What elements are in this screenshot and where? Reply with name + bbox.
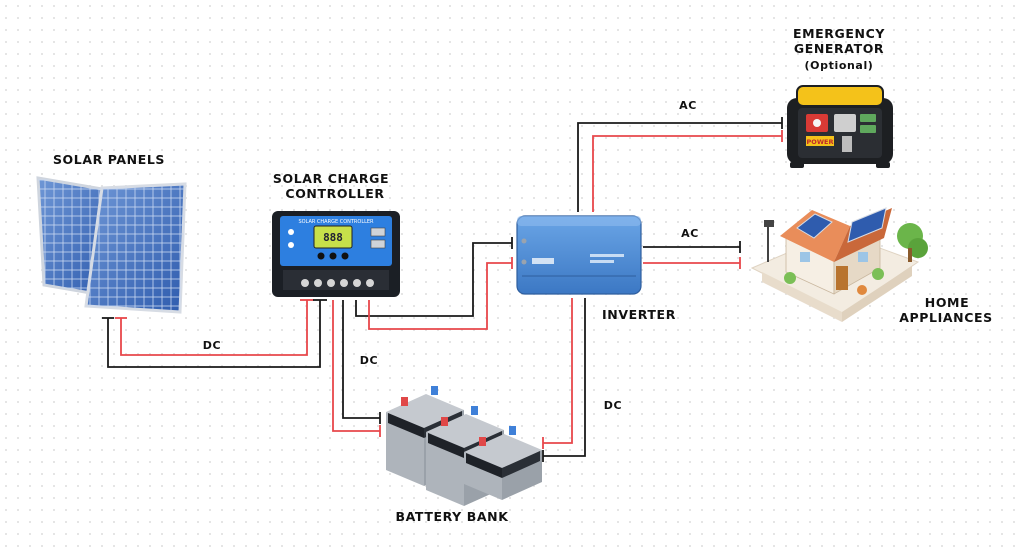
home-label-line1: HOME: [925, 295, 969, 310]
inverter-icon: [516, 215, 642, 295]
solar-panels-icon: [36, 176, 187, 314]
generator-optional-label: (Optional): [805, 59, 874, 72]
ac-label-home: AC: [681, 227, 699, 240]
inverter-battery-negative-wire: [543, 298, 586, 457]
component-labels: SOLAR PANELS SOLAR CHARGE CONTROLLER INV…: [53, 26, 992, 524]
charge-controller-icon: SOLAR CHARGE CONTROLLER 888: [272, 211, 400, 297]
ac-label-generator: AC: [679, 99, 697, 112]
home-icon: [750, 207, 928, 322]
battery-bank-label: BATTERY BANK: [395, 509, 509, 524]
dc-label-controller-battery: DC: [360, 354, 378, 367]
generator-label-line2: GENERATOR: [794, 41, 884, 56]
generator-positive-wire: [592, 135, 782, 212]
inverter-label: INVERTER: [602, 307, 676, 322]
controller-title-text: SOLAR CHARGE CONTROLLER: [298, 219, 374, 225]
controller-battery-negative-wire: [342, 300, 380, 419]
controller-display-text: 888: [323, 231, 343, 244]
wiring: [102, 117, 783, 462]
battery-3: [464, 426, 542, 500]
dc-label-inverter-battery: DC: [604, 399, 622, 412]
controller-inverter-positive-wire: [368, 262, 512, 330]
battery-bank-icon: [386, 386, 542, 506]
generator-badge-text: POWER: [807, 138, 834, 146]
home-label-line2: APPLIANCES: [899, 310, 992, 325]
generator-label-line1: EMERGENCY: [793, 26, 885, 41]
inverter-battery-positive-wire: [543, 298, 573, 444]
panel-negative-wire: [107, 300, 321, 368]
dc-label-panels: DC: [203, 339, 221, 352]
wire-labels: DC DC DC AC AC: [203, 99, 699, 412]
generator-negative-wire: [577, 122, 782, 212]
charge-controller-label-line1: SOLAR CHARGE: [273, 171, 389, 186]
solar-panels-label: SOLAR PANELS: [53, 152, 165, 167]
panel-positive-wire: [120, 300, 308, 356]
controller-battery-positive-wire: [332, 300, 380, 432]
controller-inverter-negative-wire: [355, 242, 512, 317]
generator-icon: POWER: [787, 85, 893, 168]
charge-controller-label-line2: CONTROLLER: [285, 186, 384, 201]
